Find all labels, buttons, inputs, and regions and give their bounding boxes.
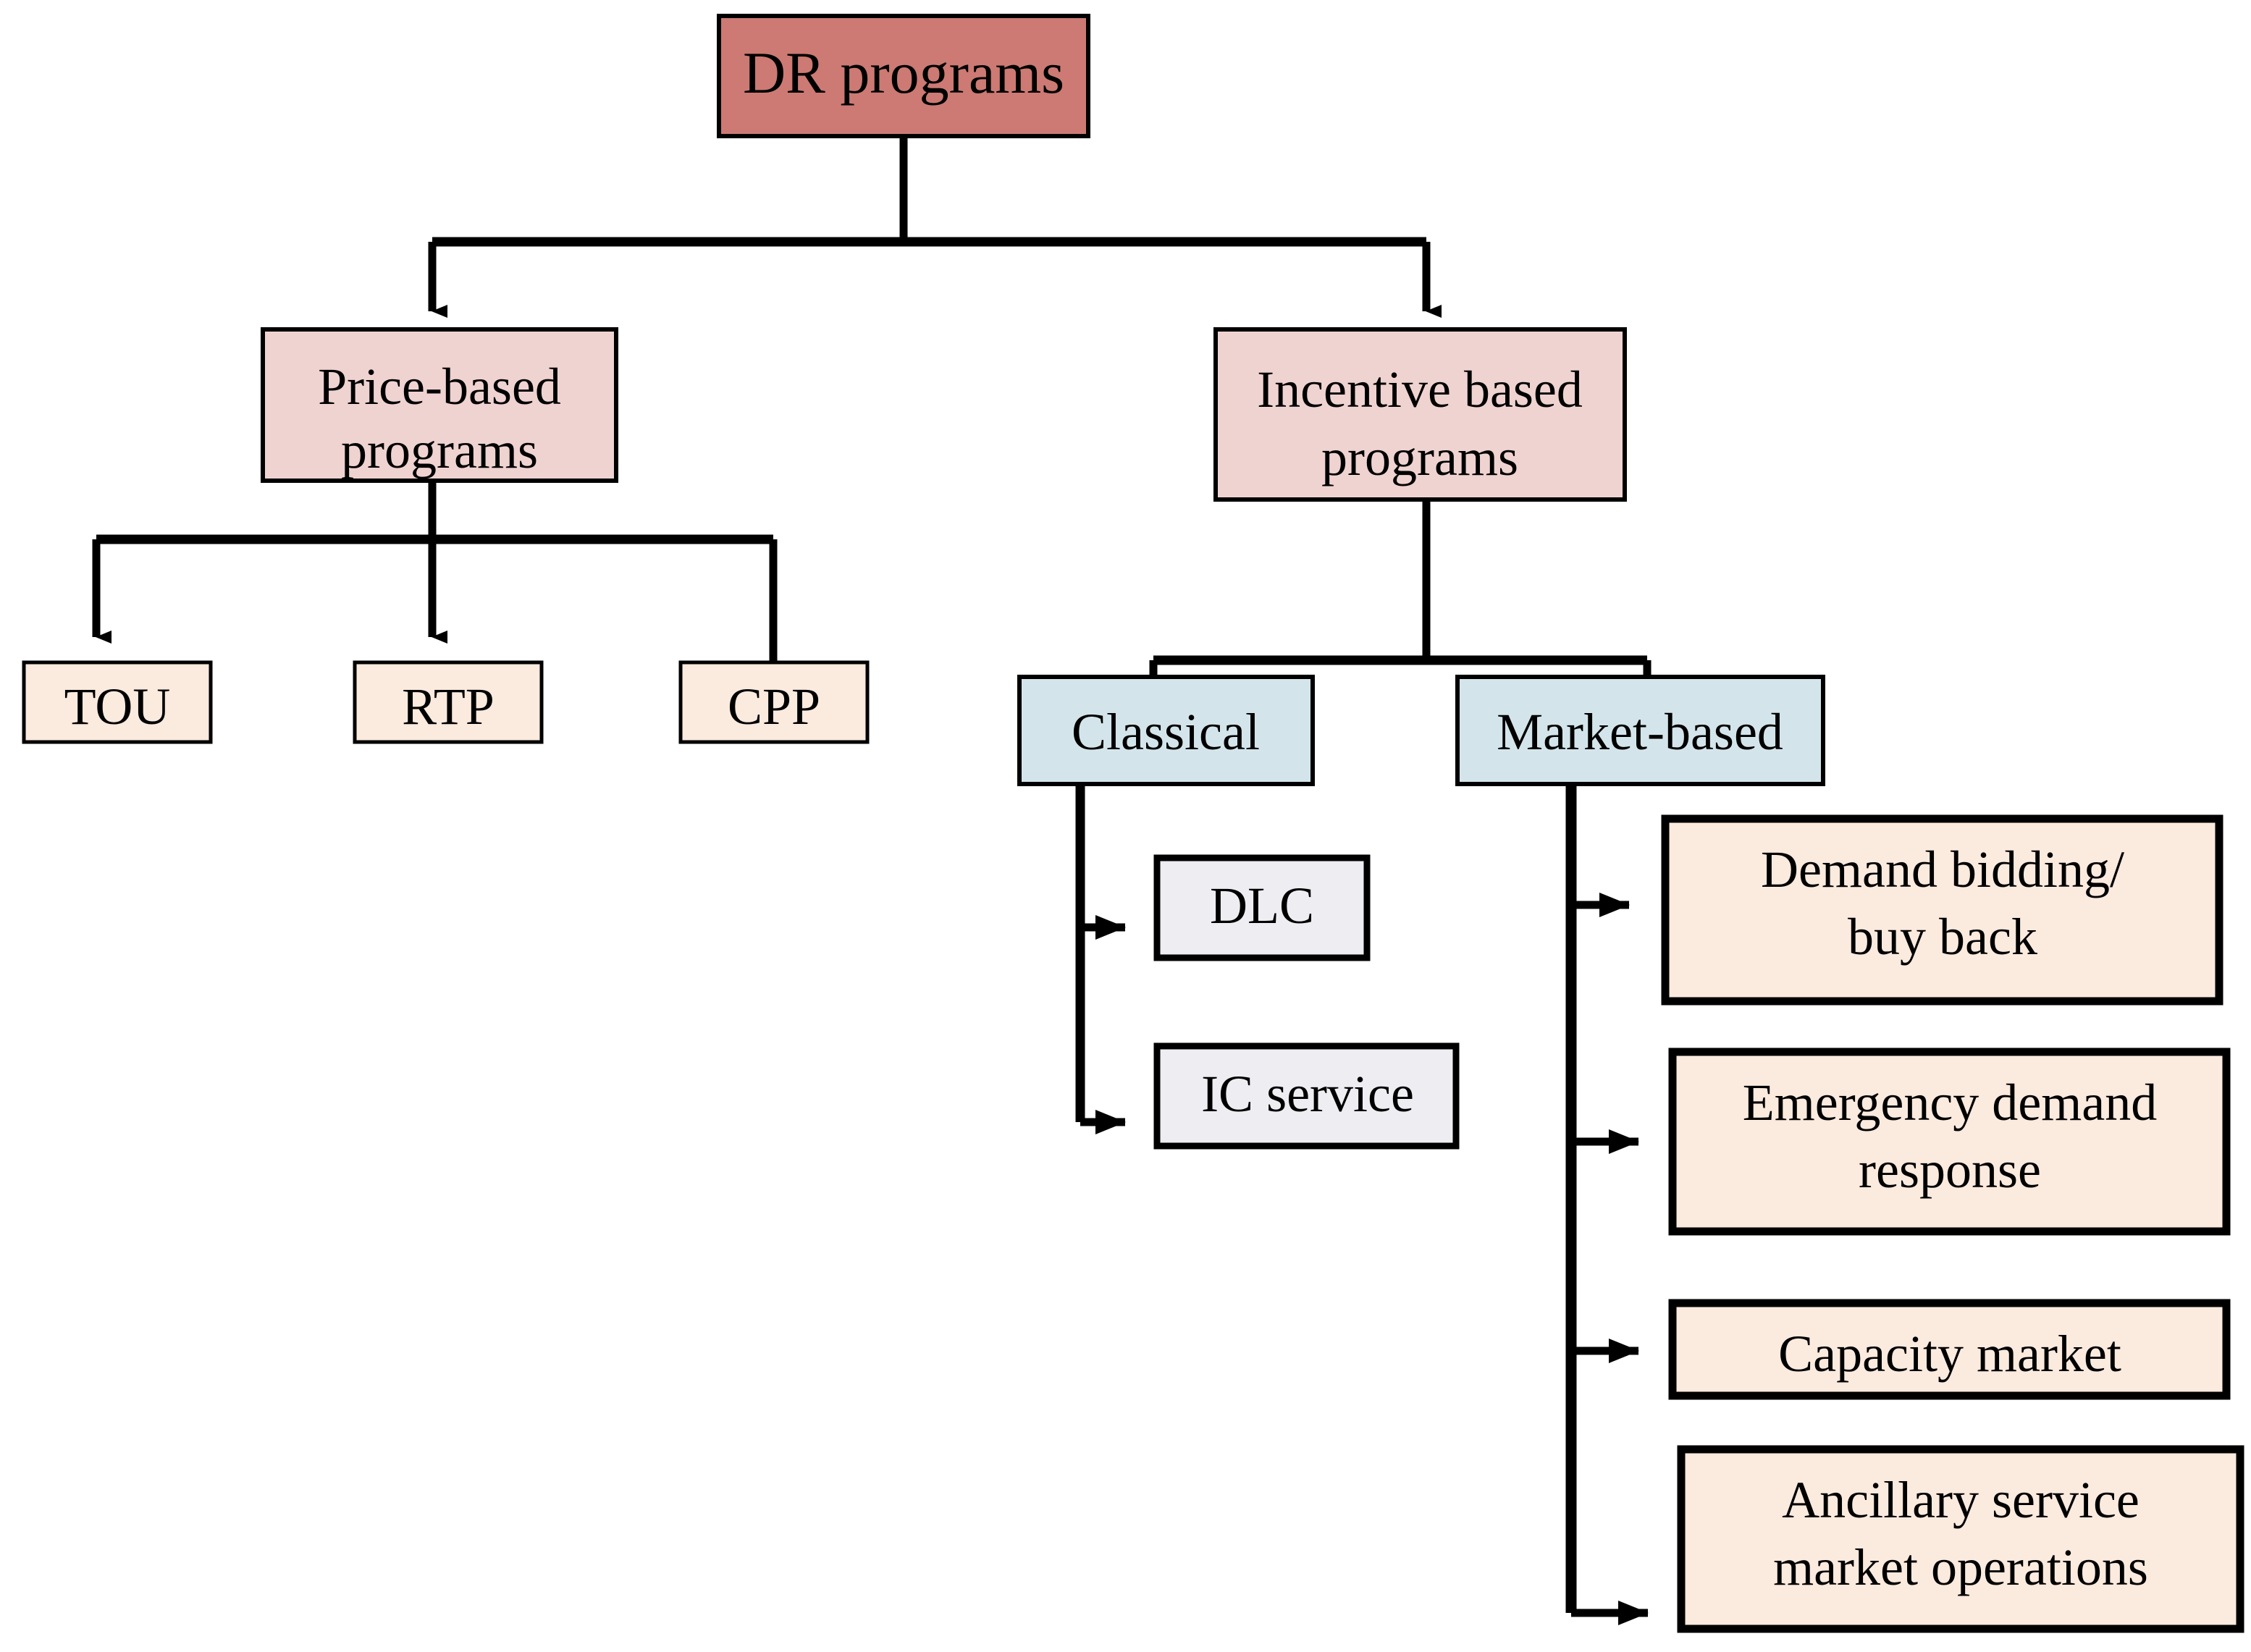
node-dr-programs-label: DR programs [743, 40, 1064, 106]
node-capacity-market[interactable]: Capacity market [1668, 1299, 2231, 1400]
node-price-based-programs-label-line2: programs [341, 421, 538, 479]
node-classical-box[interactable] [1017, 675, 1315, 786]
node-incentive-based-programs-box[interactable] [1213, 327, 1627, 502]
node-cpp-box[interactable] [678, 660, 870, 744]
node-dr-programs[interactable]: DR programs [717, 14, 1090, 138]
node-ic-service-label: IC service [1201, 1065, 1414, 1123]
node-dlc-box[interactable] [1153, 854, 1371, 961]
node-market-based[interactable]: Market-based [1455, 675, 1825, 786]
node-emergency-demand-response-label-line2: response [1859, 1141, 2041, 1199]
node-demand-bidding-buy-back[interactable]: Demand bidding/ buy back [1661, 814, 2223, 1006]
node-ancillary-service-market-operations-box[interactable] [1677, 1445, 2244, 1633]
node-incentive-based-programs[interactable]: Incentive based programs [1213, 327, 1627, 502]
node-incentive-based-programs-label-line1: Incentive based [1257, 361, 1583, 418]
node-ic-service[interactable]: IC service [1153, 1042, 1460, 1150]
node-market-based-label: Market-based [1497, 703, 1783, 761]
node-demand-bidding-buy-back-label-line2: buy back [1848, 908, 2037, 966]
node-tou[interactable]: TOU [22, 660, 213, 744]
node-tou-label: TOU [64, 678, 171, 736]
node-ancillary-service-market-operations-label-line1: Ancillary service [1782, 1471, 2139, 1529]
node-capacity-market-label: Capacity market [1778, 1325, 2121, 1383]
node-rtp-box[interactable] [353, 660, 544, 744]
node-ancillary-service-market-operations[interactable]: Ancillary service market operations [1677, 1445, 2244, 1633]
node-market-based-box[interactable] [1455, 675, 1825, 786]
node-classical-label: Classical [1072, 703, 1260, 761]
node-cpp-label: CPP [728, 678, 820, 736]
node-rtp[interactable]: RTP [353, 660, 544, 744]
node-capacity-market-box[interactable] [1668, 1299, 2231, 1400]
node-demand-bidding-buy-back-box[interactable] [1661, 814, 2223, 1006]
node-emergency-demand-response-label-line1: Emergency demand [1743, 1074, 2157, 1131]
node-price-based-programs[interactable]: Price-based programs [261, 327, 618, 483]
node-classical[interactable]: Classical [1017, 675, 1315, 786]
node-dlc[interactable]: DLC [1153, 854, 1371, 961]
node-demand-bidding-buy-back-label-line1: Demand bidding/ [1761, 840, 2124, 898]
node-incentive-based-programs-label-line2: programs [1321, 429, 1518, 486]
node-dlc-label: DLC [1210, 877, 1314, 935]
node-ic-service-box[interactable] [1153, 1042, 1460, 1150]
node-emergency-demand-response-box[interactable] [1668, 1048, 2231, 1236]
node-ancillary-service-market-operations-label-line2: market operations [1773, 1538, 2148, 1596]
node-price-based-programs-box[interactable] [261, 327, 618, 483]
node-cpp[interactable]: CPP [678, 660, 870, 744]
node-tou-box[interactable] [22, 660, 213, 744]
node-dr-programs-box[interactable] [717, 14, 1090, 138]
node-rtp-label: RTP [402, 678, 495, 736]
node-price-based-programs-label-line1: Price-based [318, 358, 561, 416]
node-emergency-demand-response[interactable]: Emergency demand response [1668, 1048, 2231, 1236]
